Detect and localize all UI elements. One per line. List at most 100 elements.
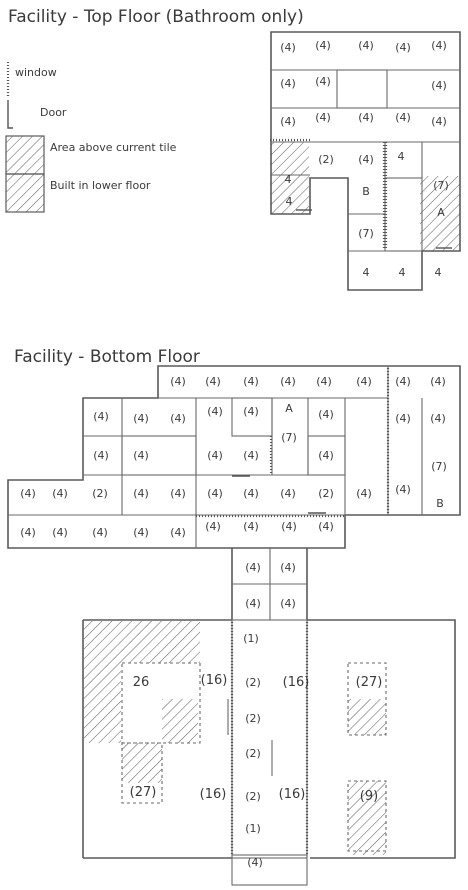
bottom-floor-cell-label: (4) bbox=[245, 561, 261, 574]
bottom-floor-cell-label: B bbox=[436, 497, 444, 510]
room-label: (16) bbox=[200, 787, 227, 802]
room-label: (27) bbox=[356, 675, 383, 690]
bottom-floor-cell-label: (4) bbox=[170, 487, 186, 500]
top-floor-cell-label: (4) bbox=[431, 39, 447, 52]
top-floor-cell-label: (4) bbox=[358, 111, 374, 124]
legend-area-above-label: Area above current tile bbox=[50, 141, 177, 154]
bottom-floor-cell-label: (4) bbox=[280, 561, 296, 574]
bottom-floor-cell-label: (4) bbox=[92, 526, 108, 539]
legend-door-label: Door bbox=[40, 106, 67, 119]
hall-cell-label: (1) bbox=[243, 632, 259, 645]
top-floor-cell-label: (4) bbox=[315, 75, 331, 88]
legend-built-lower-swatch bbox=[5, 173, 45, 213]
bottom-floor-cell-label: (4) bbox=[207, 449, 223, 462]
legend: window Door Area above current tile Buil… bbox=[5, 62, 177, 213]
room-label: (27) bbox=[130, 785, 157, 800]
hall-cells: (1)(2)(2)(2)(2)(1)(4) bbox=[243, 632, 263, 869]
bottom-floor-cell-label: (2) bbox=[318, 487, 334, 500]
top-floor-cells: (4) (4) (4) (4) (4) (4) (4) (4) (4) (4) (4) (4) (4) (… bbox=[0, 0, 449, 279]
top-floor-cell-label: 4 bbox=[0, 0, 4, 3]
bottom-floor-cell-label: A bbox=[285, 402, 293, 415]
bottom-floor-cell-label: (4) bbox=[395, 483, 411, 496]
bottom-floor-cell-label: (7) bbox=[431, 460, 447, 473]
bottom-floor-cell-label: (4) bbox=[93, 449, 109, 462]
bottom-floor-cell-label: (4) bbox=[20, 526, 36, 539]
hall-cell-label: (2) bbox=[245, 712, 261, 725]
bottom-floor-cell-label: (4) bbox=[281, 520, 297, 533]
bottom-floor-cell-label: (4) bbox=[316, 375, 332, 388]
top-floor-cell-label: (4) bbox=[395, 41, 411, 54]
bottom-floor-cell-label: (4) bbox=[133, 526, 149, 539]
top-floor-cell-label: (4) bbox=[395, 111, 411, 124]
bottom-floor-cell-label: (4) bbox=[395, 412, 411, 425]
bottom-floor-cell-label: (4) bbox=[170, 526, 186, 539]
bottom-floor-cells: (4) (4) (4) (4) (4) (4) (4) (4) (4) (4) (4) (4) (4) A… bbox=[20, 375, 447, 610]
legend-built-lower-label: Built in lower floor bbox=[50, 179, 151, 192]
room-label: (16) bbox=[279, 787, 306, 802]
bottom-floor-cell-label: (4) bbox=[207, 405, 223, 418]
bottom-floor-cell-label: (4) bbox=[133, 449, 149, 462]
bottom-floor-cell-label: (4) bbox=[318, 449, 334, 462]
top-floor-cell-label: (4) bbox=[315, 39, 331, 52]
bottom-floor-cell-label: (4) bbox=[318, 520, 334, 533]
top-floor-cell-label: (4) bbox=[280, 77, 296, 90]
top-floor-cell-label: 4 bbox=[0, 0, 4, 3]
bottom-floor-title: Facility - Bottom Floor bbox=[14, 347, 200, 367]
top-floor-cell-label: 4 bbox=[285, 173, 292, 186]
room-label: 26 bbox=[133, 675, 150, 690]
bottom-floor-cell-label: (2) bbox=[92, 487, 108, 500]
top-floor-cell-label: 4 bbox=[286, 195, 293, 208]
bottom-floor-cell-label: (4) bbox=[243, 487, 259, 500]
bottom-floor-cell-label: (4) bbox=[318, 408, 334, 421]
top-floor-cell-label: 4 bbox=[0, 0, 4, 3]
bottom-floor-cell-label: (4) bbox=[243, 520, 259, 533]
bottom-floor-cell-label: (4) bbox=[52, 487, 68, 500]
bottom-floor-cell-label: (4) bbox=[243, 375, 259, 388]
bottom-floor-cell-label: (4) bbox=[93, 410, 109, 423]
top-floor-cell-label: A bbox=[437, 206, 445, 219]
bottom-floor-cell-label: (4) bbox=[243, 449, 259, 462]
bottom-floor-cell-label: (4) bbox=[245, 597, 261, 610]
top-floor-cell-label: 4 bbox=[363, 266, 370, 279]
top-floor-cell-label: 4 bbox=[435, 266, 442, 279]
bottom-floor-cell-label: (7) bbox=[281, 431, 297, 444]
top-floor-title: Facility - Top Floor (Bathroom only) bbox=[8, 7, 304, 27]
bottom-floor-cell-label: (4) bbox=[205, 375, 221, 388]
bottom-floor-cell-label: (4) bbox=[170, 375, 186, 388]
bottom-floor-cell-label: (4) bbox=[356, 375, 372, 388]
top-floor-cell-label: (4) bbox=[431, 79, 447, 92]
bottom-floor-cell-label: (4) bbox=[280, 487, 296, 500]
hall-cell-label: (4) bbox=[247, 856, 263, 869]
top-floor-cell-label: (4) bbox=[315, 111, 331, 124]
top-floor-cell-label: B bbox=[362, 185, 370, 198]
bottom-floor-cell-label: (4) bbox=[395, 375, 411, 388]
top-floor-cell-label: 4 bbox=[399, 266, 406, 279]
legend-area-above-swatch bbox=[5, 135, 45, 175]
legend-door-icon bbox=[7, 100, 13, 129]
room-cells: 26(16)(16)(27)(27)(16)(16)(9) bbox=[130, 673, 383, 804]
top-floor-cell-label: (7) bbox=[433, 179, 449, 192]
top-floor-cell-label: 4 bbox=[398, 150, 405, 163]
bottom-floor-plan bbox=[7, 365, 461, 886]
bottom-floor-cell-label: (4) bbox=[430, 412, 446, 425]
top-floor-cell-label: (2) bbox=[318, 153, 334, 166]
hall-cell-label: (1) bbox=[245, 822, 261, 835]
room-label: (16) bbox=[201, 673, 228, 688]
legend-window-label: window bbox=[15, 66, 57, 79]
bottom-floor-cell-label: (4) bbox=[133, 412, 149, 425]
bottom-floor-cell-label: (4) bbox=[243, 405, 259, 418]
hall-cell-label: (2) bbox=[245, 790, 261, 803]
top-floor-cell-label: (4) bbox=[280, 115, 296, 128]
top-floor-cell-label: (4) bbox=[358, 39, 374, 52]
bottom-floor-cell-label: (4) bbox=[430, 375, 446, 388]
bottom-floor-cell-label: (4) bbox=[133, 487, 149, 500]
bottom-floor-cell-label: (4) bbox=[356, 487, 372, 500]
top-floor-cell-label: (4) bbox=[358, 153, 374, 166]
top-floor-cell-label: (7) bbox=[358, 227, 374, 240]
bottom-floor-cell-label: (4) bbox=[170, 412, 186, 425]
top-floor-cell-label: (4) bbox=[431, 115, 447, 128]
hall-cell-label: (2) bbox=[245, 676, 261, 689]
top-floor-cell-label: (4) bbox=[280, 41, 296, 54]
top-floor-plan bbox=[270, 31, 461, 291]
